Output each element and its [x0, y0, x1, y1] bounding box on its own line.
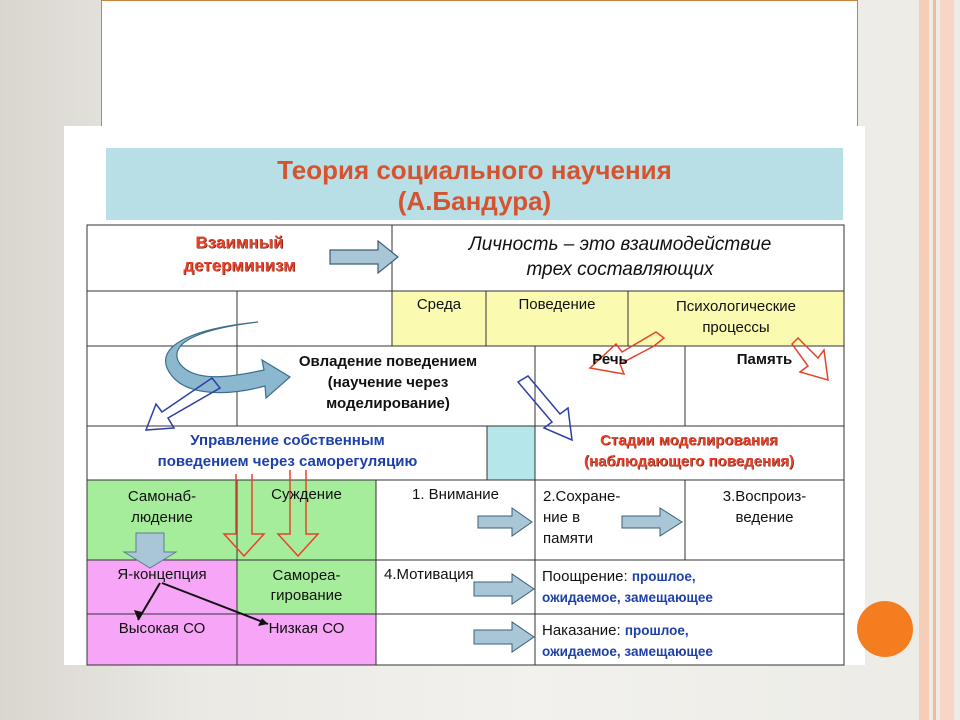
- arrow-retention-reproduction-icon: [621, 507, 683, 537]
- self-reinforcement-line-1: Самореа-: [272, 567, 341, 584]
- diagram-heading: Теория социального научения (А.Бандура): [106, 148, 843, 220]
- reward-kinds-2: ожидаемое, замещающее: [542, 590, 713, 605]
- slide-title-box[interactable]: [101, 0, 858, 132]
- heading-line-1: Теория социального научения: [277, 155, 672, 185]
- cell-selfconcept-bg: [87, 560, 237, 614]
- punishment-cell: Наказание: прошлое, ожидаемое, замещающе…: [542, 620, 842, 662]
- behavior-label: Поведение: [518, 296, 596, 313]
- decor-stripe-1: [919, 0, 929, 720]
- red-arrow-speech-icon: [588, 331, 666, 375]
- blue-arrow-down-right-icon: [516, 375, 573, 442]
- cell-psych-bg: [628, 291, 844, 346]
- retention-line-3: памяти: [543, 530, 594, 547]
- arrow-punishment-icon: [473, 621, 535, 653]
- self-concept-label: Я-концепция: [117, 566, 207, 583]
- cell-behavior-bg: [486, 291, 628, 346]
- red-arrow-down-2-icon: [276, 470, 320, 558]
- retention-line-1: 2.Сохране-: [543, 488, 621, 505]
- self-regulation-line-2: поведением через саморегуляцию: [157, 453, 418, 470]
- self-regulation-line-1: Управление собственным: [190, 432, 385, 449]
- modeling-stages-label: Стадии моделирования (наблюдающего повед…: [536, 430, 842, 472]
- blue-arrow-down-left-icon: [144, 376, 222, 431]
- self-reinforcement-line-2: гирование: [270, 587, 343, 604]
- red-arrow-memory-icon: [791, 336, 829, 382]
- punishment-kinds-1: прошлое,: [624, 623, 689, 638]
- self-observation-line-2: людение: [131, 509, 193, 526]
- environment-label: Среда: [416, 296, 462, 313]
- cell-env-bg: [392, 291, 486, 346]
- retention-label: 2.Сохране- ние в памяти: [543, 486, 683, 549]
- reward-cell: Поощрение: прошлое, ожидаемое, замещающе…: [542, 566, 842, 608]
- self-reinforcement-label: Самореа- гирование: [237, 566, 376, 606]
- reciprocal-determinism-label: Взаимный детерминизм: [87, 231, 392, 277]
- orange-circle-icon: [857, 601, 913, 657]
- judgment-label: Суждение: [271, 486, 342, 503]
- arrow-right-icon: [329, 239, 399, 275]
- reward-kinds-1: прошлое,: [631, 569, 696, 584]
- block-arrow-down-icon: [122, 532, 178, 569]
- cell-high-bg: [87, 614, 237, 665]
- reproduction-line-2: ведение: [735, 509, 794, 526]
- personality-definition: Личность – это взаимодействие трех соста…: [400, 232, 840, 282]
- reciprocal-line-1: Взаимный: [195, 233, 284, 252]
- cell-selfreg-bg: [237, 560, 376, 614]
- motivation-label: 4.Мотивация: [384, 566, 474, 583]
- attention-label: 1. Внимание: [411, 486, 499, 503]
- retention-line-2: ние в: [543, 509, 581, 526]
- heading-line-2: (А.Бандура): [397, 186, 552, 216]
- high-self-efficacy-label: Высокая СО: [118, 620, 206, 637]
- low-self-efficacy-label: Низкая СО: [268, 620, 345, 637]
- personality-line-2: трех составляющих: [526, 259, 714, 280]
- psych-line-1: Психологические: [675, 298, 797, 315]
- mastery-line-1: Овладение поведением: [298, 353, 478, 370]
- mastery-line-2: (научение через: [327, 374, 449, 391]
- reciprocal-line-2: детерминизм: [183, 256, 296, 275]
- table-grid: [86, 224, 845, 666]
- mastery-label: Овладение поведением (научение через мод…: [248, 351, 528, 414]
- arrow-attention-retention-icon: [477, 507, 533, 537]
- stages-line-2: (наблюдающего поведения): [584, 453, 794, 470]
- punishment-label: Наказание:: [542, 622, 621, 639]
- concept-lines: [137, 582, 269, 625]
- personality-line-1: Личность – это взаимодействие: [468, 234, 772, 255]
- self-observation-line-1: Самонаб-: [127, 488, 197, 505]
- self-observation-label: Самонаб- людение: [87, 486, 237, 528]
- self-regulation-label: Управление собственным поведением через …: [90, 430, 485, 472]
- decor-stripe-3: [940, 0, 954, 720]
- memory-label: Память: [736, 351, 793, 368]
- mastery-line-3: моделирование): [326, 395, 450, 412]
- red-arrow-down-1-icon: [222, 474, 266, 558]
- punishment-kinds-2: ожидаемое, замещающее: [542, 644, 713, 659]
- stages-line-1: Стадии моделирования: [600, 432, 778, 449]
- psych-processes-label: Психологические процессы: [628, 296, 844, 338]
- reward-label: Поощрение:: [542, 568, 628, 585]
- reproduction-label: 3.Воспроиз- ведение: [685, 486, 844, 528]
- psych-line-2: процессы: [702, 319, 770, 336]
- arrow-motivation-reward-icon: [473, 573, 535, 605]
- cell-cyan-bg: [487, 426, 535, 480]
- decor-stripe-2: [933, 0, 936, 720]
- speech-label: Речь: [592, 351, 628, 368]
- curved-arrow-icon: [165, 321, 292, 400]
- reproduction-line-1: 3.Воспроиз-: [722, 488, 807, 505]
